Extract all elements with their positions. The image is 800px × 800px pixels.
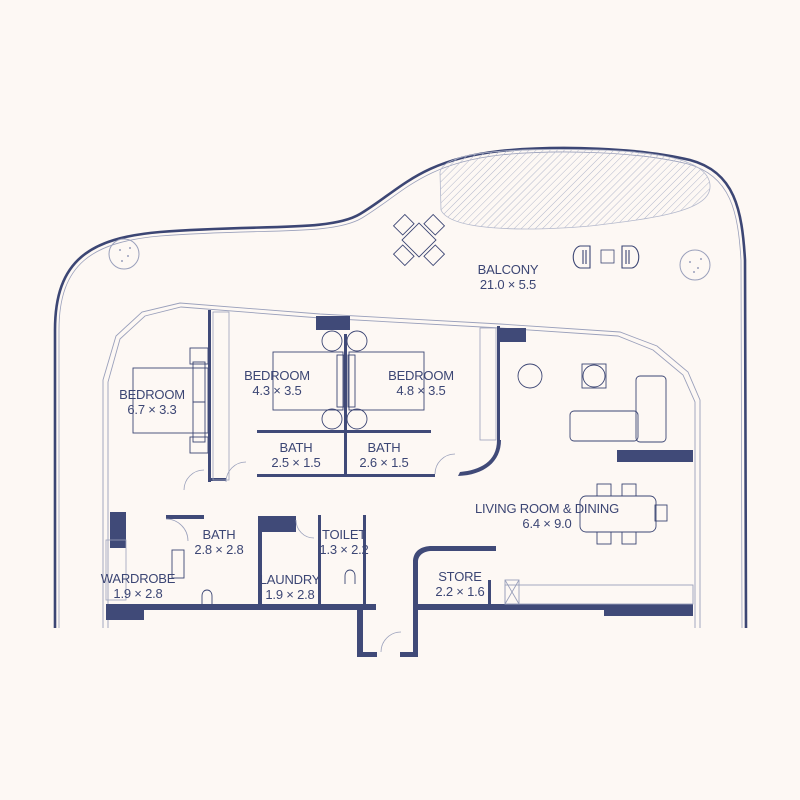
balcony-table-set	[392, 213, 446, 267]
room-size: 6.4 × 9.0	[522, 516, 572, 531]
room-label-store: STORE 2.2 × 1.6	[435, 569, 484, 599]
lounge-chairs	[572, 245, 640, 269]
room-size: 1.3 × 2.2	[319, 542, 369, 557]
room-size: 2.6 × 1.5	[359, 455, 409, 470]
room-label-balcony: BALCONY 21.0 × 5.5	[478, 262, 539, 292]
bed-3	[346, 330, 425, 430]
room-label-bedroom-2: BEDROOM 4.3 × 3.5	[244, 368, 310, 398]
room-size: 21.0 × 5.5	[479, 277, 537, 292]
bed-2	[272, 330, 345, 430]
room-name: BEDROOM	[244, 368, 310, 383]
walls	[106, 310, 693, 657]
room-label-laundry: LAUNDRY 1.9 × 2.8	[260, 572, 321, 602]
room-label-bath-2: BATH 2.6 × 1.5	[359, 440, 408, 470]
room-size: 4.3 × 3.5	[252, 383, 302, 398]
room-label-bedroom-1: BEDROOM 6.7 × 3.3	[119, 387, 185, 417]
kitchen-counter	[504, 579, 694, 605]
room-label-bath-3: BATH 2.8 × 2.8	[194, 527, 243, 557]
room-size: 2.2 × 1.6	[435, 584, 485, 599]
room-name: LIVING ROOM & DINING	[474, 501, 620, 516]
room-name: BATH	[202, 527, 236, 542]
dining-table	[579, 483, 668, 545]
planter-hatched	[439, 149, 711, 230]
door-swings	[165, 453, 456, 653]
closets	[105, 311, 497, 601]
room-name: BEDROOM	[388, 368, 454, 383]
room-size: 1.9 × 2.8	[265, 587, 315, 602]
living-furniture	[517, 363, 667, 443]
room-size: 6.7 × 3.3	[127, 402, 177, 417]
room-name: BATH	[367, 440, 401, 455]
room-label-bath-1: BATH 2.5 × 1.5	[271, 440, 320, 470]
room-label-wardrobe: WARDROBE 1.9 × 2.8	[100, 571, 176, 601]
bed-1	[132, 347, 209, 454]
room-name: STORE	[438, 569, 482, 584]
room-label-toilet: TOILET 1.3 × 2.2	[319, 527, 368, 557]
interior-facade	[102, 302, 701, 628]
room-name: BEDROOM	[119, 387, 185, 402]
room-name: BATH	[279, 440, 313, 455]
room-name: LAUNDRY	[259, 572, 321, 587]
bath-fixtures	[171, 549, 356, 604]
room-name: BALCONY	[477, 262, 539, 277]
room-size: 1.9 × 2.8	[113, 586, 163, 601]
room-name: TOILET	[321, 527, 367, 542]
room-size: 4.8 × 3.5	[396, 383, 446, 398]
room-name: WARDROBE	[100, 571, 176, 586]
room-size: 2.5 × 1.5	[271, 455, 321, 470]
room-label-bedroom-3: BEDROOM 4.8 × 3.5	[388, 368, 454, 398]
round-planter-right	[679, 249, 711, 281]
room-size: 2.8 × 2.8	[194, 542, 244, 557]
room-label-living-dining: LIVING ROOM & DINING 6.4 × 9.0	[475, 501, 619, 531]
round-planter-left	[108, 238, 140, 270]
